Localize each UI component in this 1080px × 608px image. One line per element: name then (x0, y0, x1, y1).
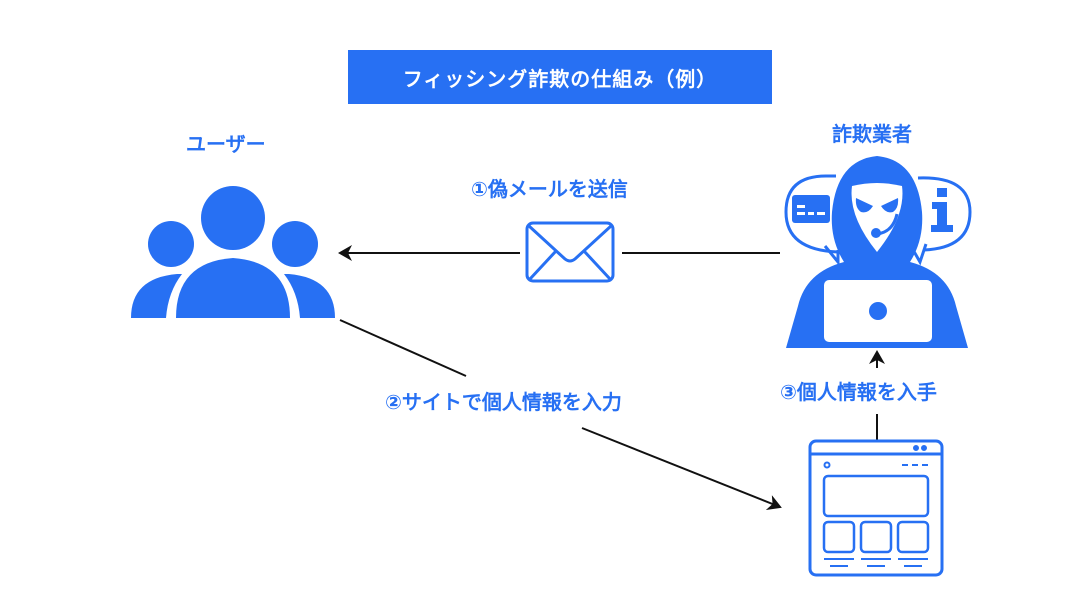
info-icon (931, 188, 953, 232)
users-group-icon (131, 186, 335, 318)
credit-card-icon (792, 195, 830, 223)
hooded-hacker-laptop-icon (784, 156, 972, 348)
envelope-icon (525, 221, 615, 283)
step3-label: ③個人情報を入手 (780, 380, 937, 404)
diagram-title: フィッシング詐欺の仕組み（例） (402, 66, 718, 91)
scammer-label: 詐欺業者 (832, 122, 912, 146)
info-speech-bubble-icon (917, 176, 972, 252)
card-speech-bubble-icon (784, 174, 839, 254)
fake-website-icon (808, 439, 944, 577)
diagram-title-box: フィッシング詐欺の仕組み（例） (348, 50, 772, 104)
step2-arrow (339, 319, 782, 510)
step2-label: ②サイトで個人情報を入力 (385, 390, 622, 414)
step1-label: ①偽メールを送信 (471, 177, 628, 201)
user-label: ユーザー (186, 132, 266, 156)
